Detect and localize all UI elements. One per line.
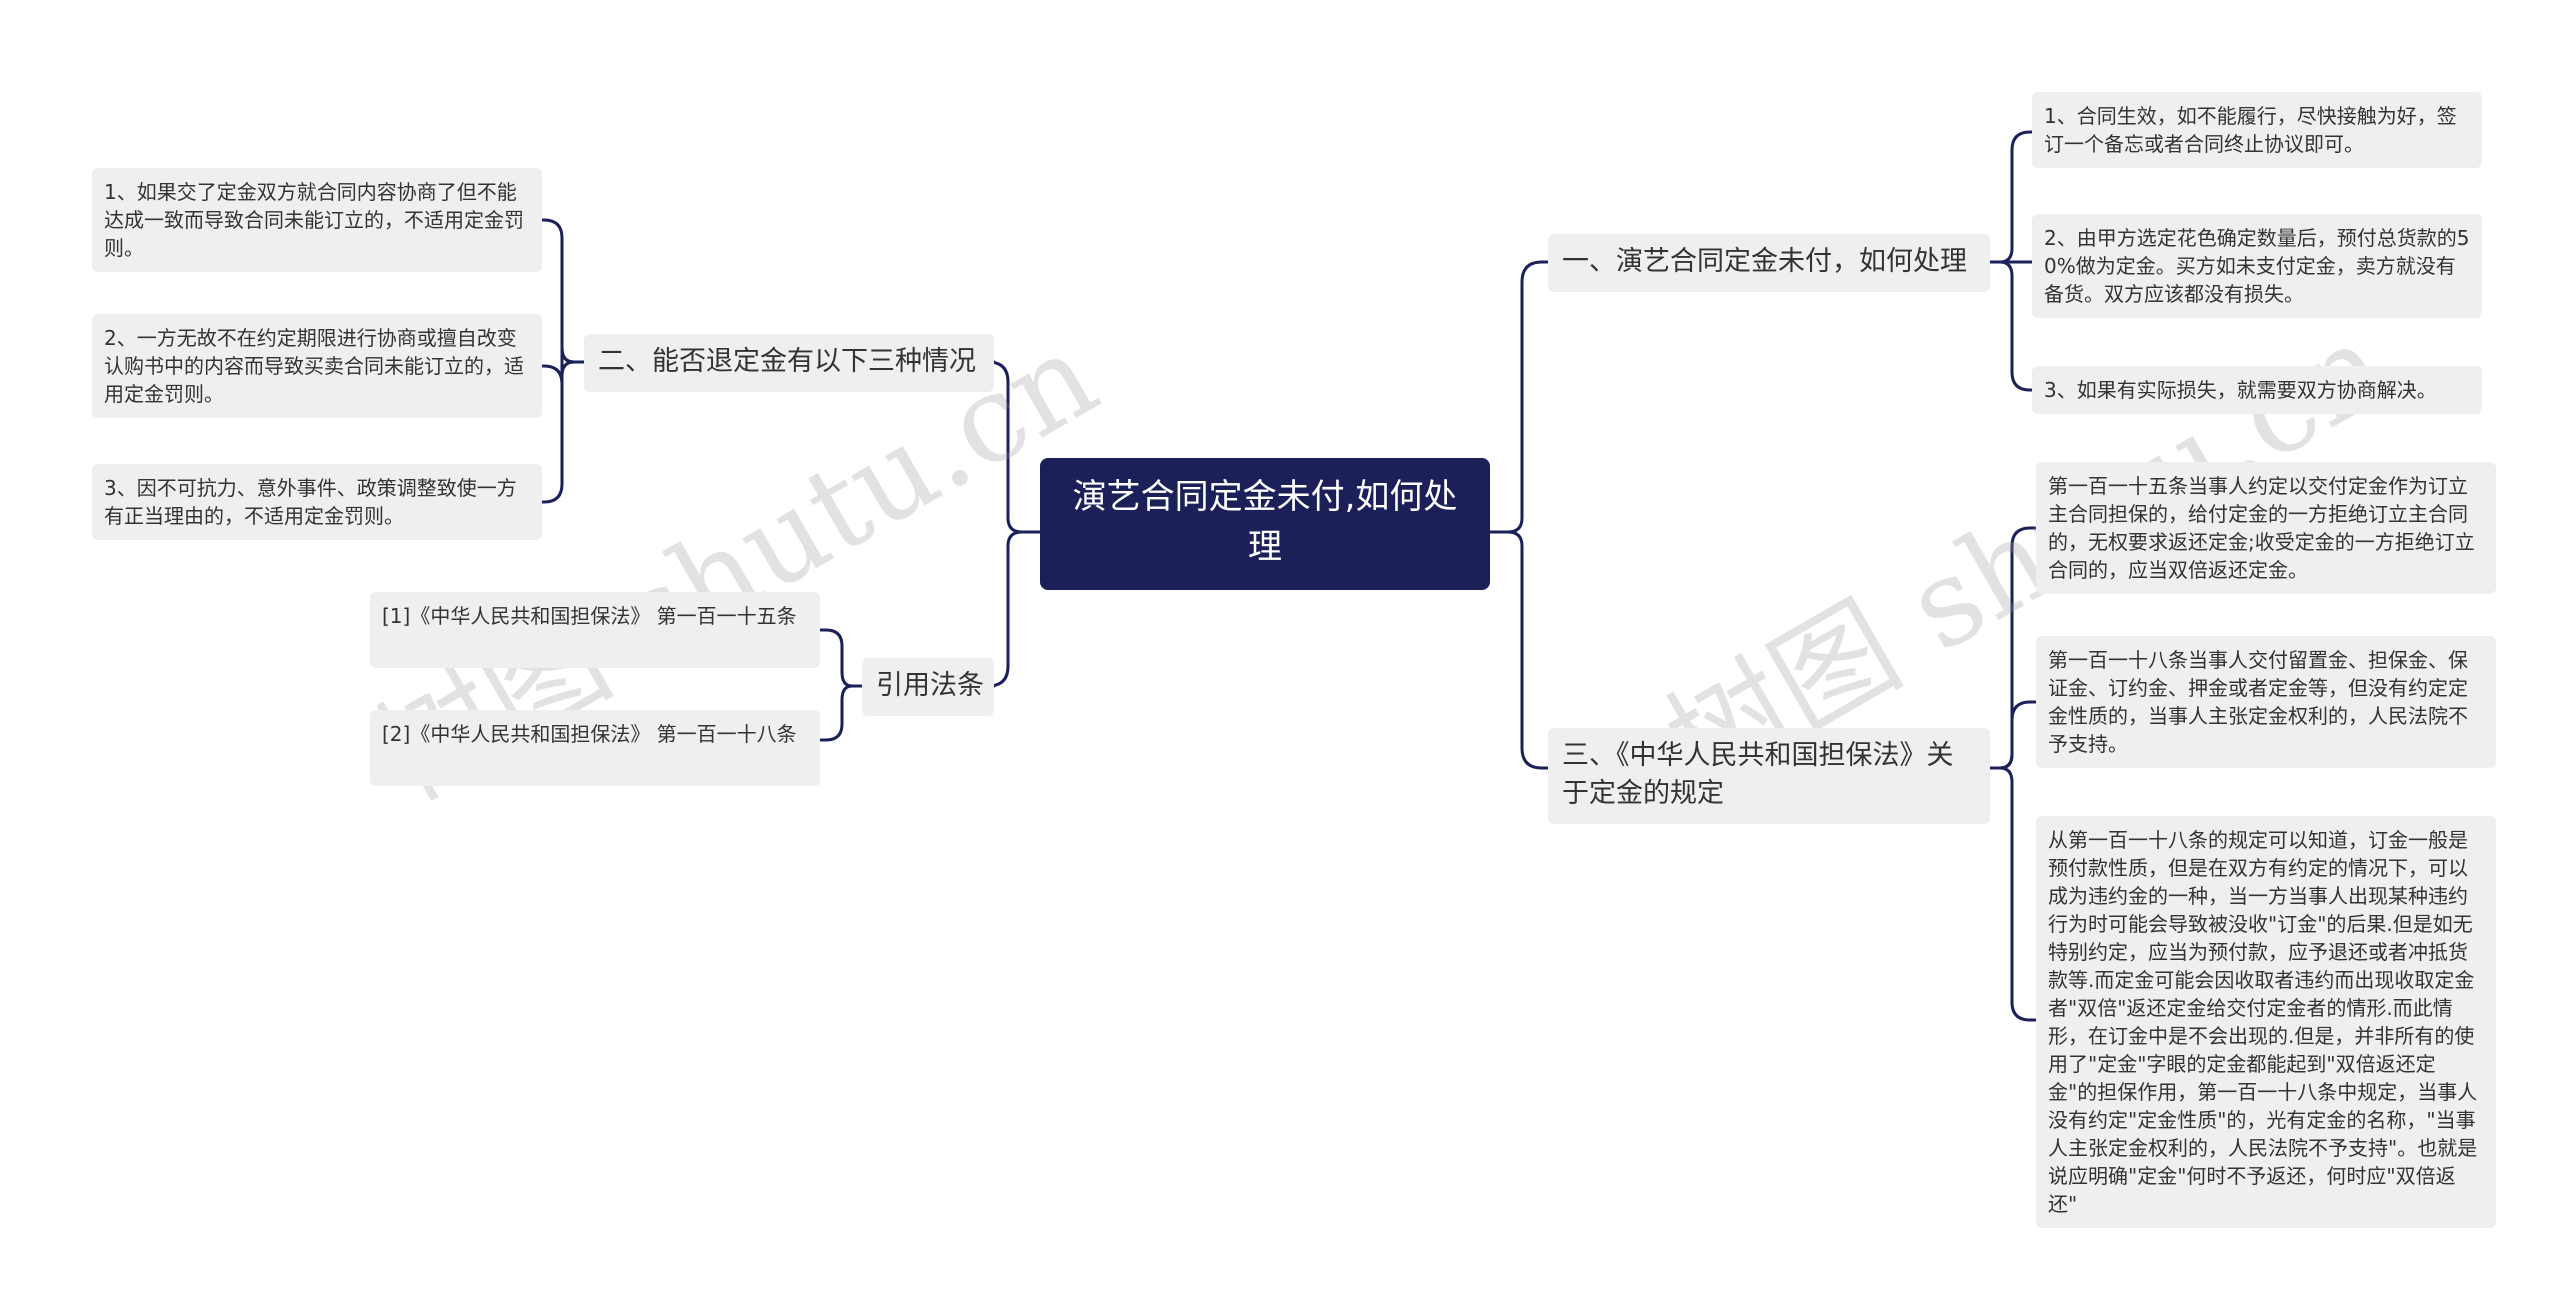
leaf-text: [1]《中华人民共和国担保法》 第一百一十五条: [382, 604, 797, 628]
leaf-text: [2]《中华人民共和国担保法》 第一百一十八条: [382, 722, 797, 746]
branch-1-leaf-3[interactable]: 3、如果有实际损失，就需要双方协商解决。: [2032, 366, 2482, 414]
connector-root-b1: [1488, 260, 1550, 534]
branch-1-leaf-1[interactable]: 1、合同生效，如不能履行，尽快接触为好，签订一个备忘或者合同终止协议即可。: [2032, 92, 2482, 168]
connector-b2-leaf3: [540, 360, 586, 504]
leaf-text: 3、如果有实际损失，就需要双方协商解决。: [2044, 378, 2437, 402]
connector-b4-leaf2: [818, 684, 864, 742]
connector-b1-leaf1: [1988, 130, 2034, 264]
branch-2-label: 二、能否退定金有以下三种情况: [598, 346, 976, 377]
leaf-text: 第一百一十八条当事人交付留置金、担保金、保证金、订约金、押金或者定金等，但没有约…: [2048, 648, 2468, 756]
connector-root-b4: [987, 530, 1042, 688]
connector-root-b3: [1488, 530, 1550, 770]
branch-3-leaf-2[interactable]: 第一百一十八条当事人交付留置金、担保金、保证金、订约金、押金或者定金等，但没有约…: [2036, 636, 2496, 768]
branch-1-topic[interactable]: 一、演艺合同定金未付，如何处理: [1548, 234, 1990, 292]
root-topic[interactable]: 演艺合同定金未付,如何处理: [1040, 458, 1490, 590]
branch-3-leaf-3[interactable]: 从第一百一十八条的规定可以知道，订金一般是预付款性质，但是在双方有约定的情况下，…: [2036, 816, 2496, 1228]
leaf-text: 1、合同生效，如不能履行，尽快接触为好，签订一个备忘或者合同终止协议即可。: [2044, 104, 2457, 156]
connector-root-b2: [987, 360, 1042, 534]
branch-1-label: 一、演艺合同定金未付，如何处理: [1562, 246, 1967, 277]
connector-b1-leaf3: [1988, 260, 2034, 392]
branch-2-leaf-3[interactable]: 3、因不可抗力、意外事件、政策调整致使一方有正当理由的，不适用定金罚则。: [92, 464, 542, 540]
connector-b2-leaf1: [540, 218, 586, 364]
branch-1-leaf-2[interactable]: 2、由甲方选定花色确定数量后，预付总货款的50%做为定金。买方如未支付定金，卖方…: [2032, 214, 2482, 318]
connector-b3-leaf3: [1988, 766, 2038, 1022]
leaf-text: 从第一百一十八条的规定可以知道，订金一般是预付款性质，但是在双方有约定的情况下，…: [2048, 828, 2478, 1216]
branch-4-leaf-1[interactable]: [1]《中华人民共和国担保法》 第一百一十五条: [370, 592, 820, 668]
branch-4-topic[interactable]: 引用法条: [862, 658, 994, 716]
root-title: 演艺合同定金未付,如何处理: [1072, 477, 1458, 567]
leaf-text: 第一百一十五条当事人约定以交付定金作为订立主合同担保的，给付定金的一方拒绝订立主…: [2048, 474, 2475, 582]
branch-4-label: 引用法条: [876, 670, 984, 701]
branch-2-topic[interactable]: 二、能否退定金有以下三种情况: [584, 334, 994, 392]
leaf-text: 3、因不可抗力、意外事件、政策调整致使一方有正当理由的，不适用定金罚则。: [104, 476, 517, 528]
connector-b4-leaf1: [818, 628, 864, 688]
leaf-text: 1、如果交了定金双方就合同内容协商了但不能达成一致而导致合同未能订立的，不适用定…: [104, 180, 524, 260]
branch-3-topic[interactable]: 三、《中华人民共和国担保法》关于定金的规定: [1548, 728, 1990, 824]
branch-2-leaf-1[interactable]: 1、如果交了定金双方就合同内容协商了但不能达成一致而导致合同未能订立的，不适用定…: [92, 168, 542, 272]
branch-3-label: 三、《中华人民共和国担保法》关于定金的规定: [1562, 740, 1954, 809]
leaf-text: 2、一方无故不在约定期限进行协商或擅自改变认购书中的内容而导致买卖合同未能订立的…: [104, 326, 524, 406]
branch-2-leaf-2[interactable]: 2、一方无故不在约定期限进行协商或擅自改变认购书中的内容而导致买卖合同未能订立的…: [92, 314, 542, 418]
branch-4-leaf-2[interactable]: [2]《中华人民共和国担保法》 第一百一十八条: [370, 710, 820, 786]
connector-b3-leaf2: [1988, 700, 2038, 770]
branch-3-leaf-1[interactable]: 第一百一十五条当事人约定以交付定金作为订立主合同担保的，给付定金的一方拒绝订立主…: [2036, 462, 2496, 594]
leaf-text: 2、由甲方选定花色确定数量后，预付总货款的50%做为定金。买方如未支付定金，卖方…: [2044, 226, 2470, 306]
